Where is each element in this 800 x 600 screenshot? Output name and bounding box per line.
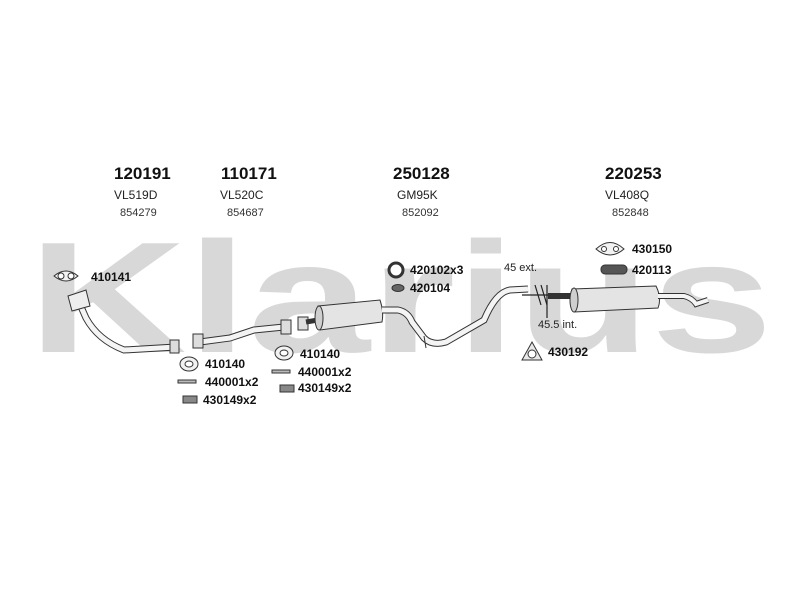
part-code-250128: GM95K: [397, 188, 438, 202]
center-silencer-icon: [297, 285, 529, 349]
part-code-220253: VL408Q: [605, 188, 650, 202]
fitting-label-410140-a: 410140: [205, 357, 246, 371]
gasket-icon-410140-a: [179, 356, 199, 372]
hanger-icon-420113: [600, 264, 628, 275]
gasket-icon-410140-b: [274, 345, 294, 361]
spring-icon-b: [279, 384, 295, 393]
ring-icon-420102: [387, 261, 405, 279]
part-ref-110171: 854687: [227, 207, 264, 219]
fitting-label-440001-a: 440001x2: [205, 375, 259, 389]
part-ref-120191: 854279: [120, 207, 157, 219]
part-ref-220253: 852848: [612, 207, 649, 219]
fitting-label-430192: 430192: [548, 345, 589, 359]
part-number-220253: 220253: [605, 164, 662, 183]
fitting-label-430150: 430150: [632, 242, 673, 256]
rear-silencer-icon: [548, 285, 709, 313]
part-number-110171: 110171: [221, 164, 277, 183]
length-note-ext: 45 ext.: [504, 262, 538, 274]
fitting-label-420113: 420113: [632, 263, 672, 277]
spring-icon-a: [182, 395, 198, 404]
part-ref-250128: 852092: [402, 207, 439, 219]
fitting-label-430149-b: 430149x2: [298, 381, 352, 395]
middle-pipe-icon: [192, 319, 292, 349]
bolt-icon-a: [177, 379, 197, 384]
front-pipe-icon: [67, 289, 180, 354]
gasket-icon-410141: [53, 270, 79, 282]
bolt-icon-b: [271, 369, 291, 374]
fitting-label-410140-b: 410140: [300, 347, 341, 361]
gasket-icon-430150: [595, 242, 625, 256]
hanger-icon-420104: [391, 284, 405, 292]
part-number-250128: 250128: [393, 164, 450, 183]
part-code-120191: VL519D: [114, 188, 158, 202]
part-code-110171: VL520C: [220, 188, 264, 202]
fitting-label-420102: 420102x3: [410, 263, 464, 277]
fitting-label-410141: 410141: [91, 270, 132, 284]
length-note-int: 45.5 int.: [538, 319, 578, 331]
part-number-120191: 120191: [114, 164, 171, 183]
fitting-label-430149-a: 430149x2: [203, 393, 257, 407]
fitting-label-440001-b: 440001x2: [298, 365, 352, 379]
fitting-label-420104: 420104: [410, 281, 451, 295]
mount-icon-430192: [521, 340, 543, 361]
